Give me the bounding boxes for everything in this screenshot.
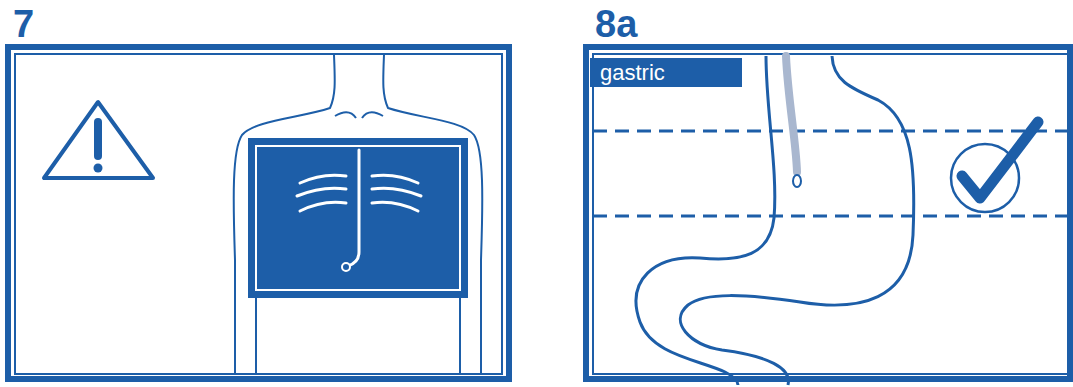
check-symbol <box>951 122 1038 212</box>
step-panel: 8agastric <box>583 44 1073 382</box>
person-outline <box>234 55 483 374</box>
warning-symbol <box>44 102 153 178</box>
tab-label: gastric <box>590 60 675 86</box>
stomach-outline <box>636 56 914 385</box>
x-ray-plate <box>248 138 468 298</box>
inner-frame <box>15 54 502 374</box>
step-number: 7 <box>13 3 34 45</box>
feeding-tube <box>786 56 801 187</box>
label-tab: gastric <box>590 58 742 87</box>
inner-frame <box>593 54 1073 374</box>
step-panel: 7 <box>5 44 512 382</box>
step-number: 8a <box>595 3 637 45</box>
